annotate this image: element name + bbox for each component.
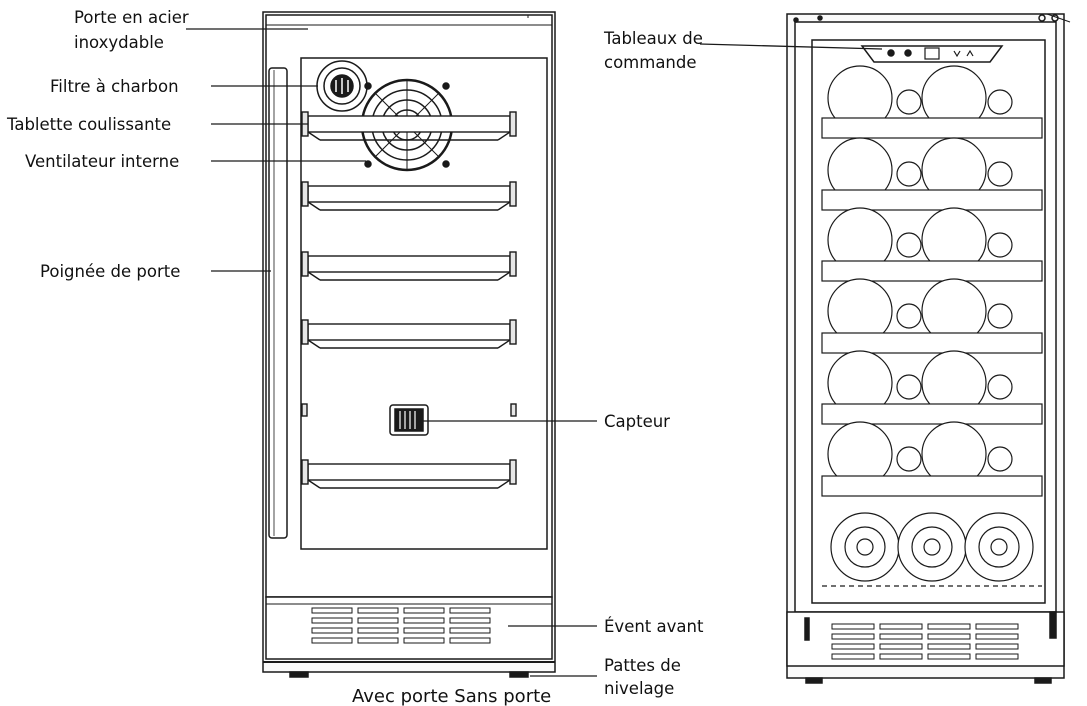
shelf	[821, 421, 1043, 497]
shelf	[821, 278, 1043, 354]
bottle-shelves	[821, 65, 1043, 587]
shelf	[301, 251, 517, 281]
front-vent	[311, 607, 491, 644]
label-control-panel-line1: Tableaux de	[603, 29, 703, 48]
label-front-vent: Évent avant	[604, 617, 704, 636]
shelf	[301, 319, 517, 349]
labels: Porte en acier inoxydable Filtre à charb…	[6, 8, 704, 706]
bottom-bottles	[822, 512, 1042, 587]
control-panel	[860, 45, 1004, 63]
label-leveling-legs-line1: Pattes de	[604, 656, 681, 675]
shelf	[821, 65, 1043, 139]
cooler-with-door	[262, 11, 556, 678]
label-stainless-door-line1: Porte en acier	[74, 8, 189, 27]
front-vent	[831, 623, 1019, 660]
label-door-handle: Poignée de porte	[40, 262, 180, 281]
door-handle	[268, 67, 288, 539]
base-panel	[786, 611, 1065, 667]
shelf	[301, 181, 517, 211]
leveling-legs	[805, 677, 1052, 684]
label-leveling-legs-line2: nivelage	[604, 679, 674, 698]
sensor	[389, 404, 429, 436]
cooler-without-door	[786, 13, 1071, 684]
label-control-panel-line2: commande	[604, 53, 697, 72]
caption: Avec porte Sans porte	[352, 686, 551, 706]
leveling-legs	[289, 671, 529, 678]
charcoal-filter	[316, 60, 368, 112]
shelf	[301, 459, 517, 489]
label-sensor: Capteur	[604, 412, 670, 431]
leader-lines	[186, 28, 883, 677]
label-internal-fan: Ventilateur interne	[25, 152, 179, 171]
label-stainless-door-line2: inoxydable	[74, 33, 164, 52]
shelf	[821, 207, 1043, 282]
shelf	[821, 350, 1043, 425]
label-charcoal-filter: Filtre à charbon	[50, 77, 179, 96]
shelf	[821, 137, 1043, 211]
label-sliding-shelf: Tablette coulissante	[6, 115, 171, 134]
